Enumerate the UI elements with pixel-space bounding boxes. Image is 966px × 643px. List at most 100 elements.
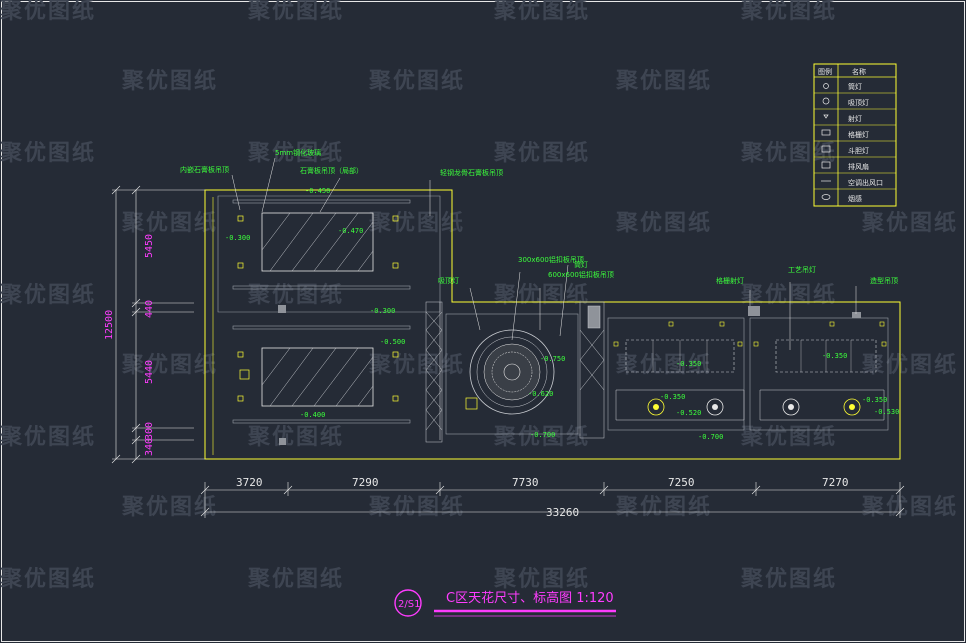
downlight-icon <box>237 215 399 402</box>
level-marker: -0.520 <box>676 409 701 417</box>
dimension-label: 7290 <box>352 476 379 489</box>
watermark: 聚优图纸 <box>740 424 837 450</box>
dimension-label: 5450 <box>144 234 155 258</box>
watermark-layer: 聚优图纸 聚优图纸 聚优图纸 聚优图纸 聚优图纸 聚优图纸 聚优图纸 聚优图纸 … <box>0 0 958 592</box>
legend-row-label: 排风扇 <box>848 162 869 171</box>
ceiling-lamp-icon <box>822 97 830 105</box>
watermark: 聚优图纸 <box>0 282 96 308</box>
dimension-labels-bottom: 3720 7290 7730 7250 7270 33260 <box>236 476 849 519</box>
watermark: 聚优图纸 <box>247 282 344 308</box>
watermark: 聚优图纸 <box>368 494 465 520</box>
drawing-title-block: 2/S1 C区天花尺寸、标高图 1:120 <box>394 589 616 617</box>
watermark: 聚优图纸 <box>615 210 712 236</box>
legend-row-label: 吸顶灯 <box>848 98 869 107</box>
level-marker: -0.400 <box>300 411 325 419</box>
glass-ceiling-panel <box>261 212 374 272</box>
glass-ceiling-panel <box>261 347 374 407</box>
right-wing-ceiling <box>607 306 889 431</box>
dimension-label: 7250 <box>668 476 695 489</box>
level-marker: -0.470 <box>338 227 363 235</box>
dimension-label: 7270 <box>822 476 849 489</box>
dimension-line-left <box>111 185 205 464</box>
level-marker: -0.300 <box>225 234 250 242</box>
annotation-note: 600x600铝扣板吊顶 <box>548 270 614 279</box>
watermark: 聚优图纸 <box>0 140 96 166</box>
level-marker: -0.500 <box>380 338 405 346</box>
legend-row-label: 筒灯 <box>848 82 862 91</box>
level-marker: -0.700 <box>530 431 555 439</box>
level-marker: -0.620 <box>528 390 553 398</box>
watermark: 聚优图纸 <box>0 0 96 24</box>
watermark: 聚优图纸 <box>121 352 218 378</box>
bucket-lamp-icon <box>821 145 831 153</box>
watermark: 聚优图纸 <box>121 494 218 520</box>
level-marker: -0.530 <box>874 408 899 416</box>
watermark: 聚优图纸 <box>368 68 465 94</box>
leader-lines <box>231 157 857 350</box>
legend-row-label: 格栅灯 <box>848 130 869 139</box>
watermark: 聚优图纸 <box>615 494 712 520</box>
watermark: 聚优图纸 <box>121 68 218 94</box>
smoke-detector-icon <box>821 194 831 200</box>
annotation-note: 筒灯 <box>574 260 588 269</box>
watermark: 聚优图纸 <box>247 0 344 24</box>
watermark: 聚优图纸 <box>0 566 96 592</box>
watermark: 聚优图纸 <box>740 0 837 24</box>
annotation-note: 工艺吊灯 <box>788 265 816 274</box>
annotation-note: 轻钢龙骨石膏板吊顶 <box>440 168 503 177</box>
dimension-labels-left: 5450 440 5440 300 340 12500 <box>104 234 155 456</box>
watermark: 聚优图纸 <box>493 424 590 450</box>
annotation-note: 格栅射灯 <box>716 276 744 285</box>
annotation-note: 吸顶灯 <box>438 276 459 285</box>
downlight-icon <box>823 83 829 89</box>
downlight-icon <box>613 321 887 347</box>
title-badge: 2/S1 <box>398 599 420 610</box>
watermark: 聚优图纸 <box>740 282 837 308</box>
level-marker: -0.300 <box>370 307 395 315</box>
watermark: 聚优图纸 <box>740 140 837 166</box>
annotation-note: 300x600铝扣板吊顶 <box>518 255 584 264</box>
drawing-title: C区天花尺寸、标高图 1:120 <box>446 590 614 606</box>
watermark: 聚优图纸 <box>493 0 590 24</box>
grille-lamp-icon <box>821 129 831 136</box>
watermark: 聚优图纸 <box>861 494 958 520</box>
dimension-label: 340 <box>144 438 155 456</box>
watermark: 聚优图纸 <box>615 352 712 378</box>
pendant-lamp-icon <box>647 398 861 416</box>
level-marker: -0.350 <box>822 352 847 360</box>
level-marker: -0.450 <box>305 187 330 195</box>
watermark: 聚优图纸 <box>861 210 958 236</box>
annotation-note: 石膏板吊顶（局部） <box>300 166 363 175</box>
watermark: 聚优图纸 <box>861 352 958 378</box>
annotation-note: 内嵌石膏板吊顶 <box>180 165 229 174</box>
title-badge-circle <box>394 589 422 617</box>
exhaust-fan-icon <box>821 161 831 169</box>
dimension-label: 300 <box>144 422 155 440</box>
watermark: 聚优图纸 <box>368 352 465 378</box>
watermark: 聚优图纸 <box>247 424 344 450</box>
level-marker: -0.350 <box>676 360 701 368</box>
spotlight-icon <box>465 397 478 410</box>
watermark: 聚优图纸 <box>368 210 465 236</box>
legend-row-label: 射灯 <box>848 114 862 123</box>
level-marker: -0.750 <box>540 355 565 363</box>
watermark: 聚优图纸 <box>247 566 344 592</box>
legend-table: 图例 名称 筒灯 吸顶灯 射灯 格栅灯 斗胆灯 排风扇 空调出风口 烟感 <box>813 63 897 207</box>
dimension-label: 7730 <box>512 476 539 489</box>
dimension-total-left: 12500 <box>104 310 115 340</box>
dimension-label: 3720 <box>236 476 263 489</box>
watermark: 聚优图纸 <box>493 566 590 592</box>
level-marker: -0.350 <box>862 396 887 404</box>
dimension-line-bottom <box>200 482 905 518</box>
level-markers: -0.450 -0.470 -0.300 -0.300 -0.400 -0.50… <box>225 187 899 441</box>
annotation-notes: 内嵌石膏板吊顶 5mm钢化玻璃 石膏板吊顶（局部） 轻钢龙骨石膏板吊顶 300x… <box>180 148 898 285</box>
circular-ceiling-feature <box>445 313 579 435</box>
watermark: 聚优图纸 <box>615 68 712 94</box>
watermark: 聚优图纸 <box>121 210 218 236</box>
dimension-label: 440 <box>144 300 155 318</box>
level-marker: -0.700 <box>698 433 723 441</box>
watermark: 聚优图纸 <box>247 140 344 166</box>
legend-row-label: 空调出风口 <box>848 178 883 187</box>
